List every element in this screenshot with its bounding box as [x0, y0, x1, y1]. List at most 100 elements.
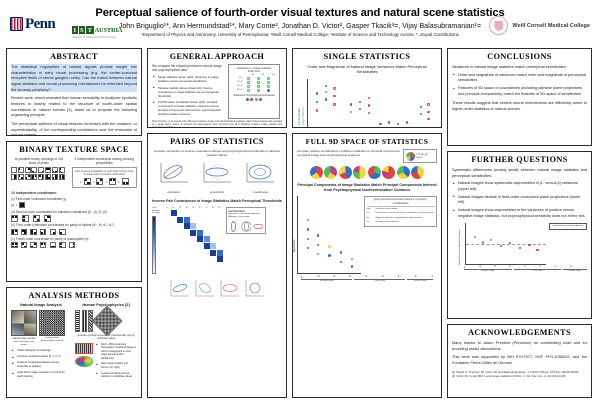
ga-diagram-grid: N = N = 2 — [231, 77, 278, 92]
panel-general-approach: GENERAL APPROACH We compare the followin… — [147, 48, 287, 128]
poster-header: Penn I S T AUSTRIA Institute of Science … — [6, 4, 594, 48]
panel-conclusions: CONCLUSIONS Variances in natural image s… — [447, 48, 592, 146]
general-approach-title: GENERAL APPROACH — [169, 52, 265, 61]
poster-columns: ABSTRACT The statistical regularities of… — [6, 48, 594, 398]
panel-abstract: ABSTRACT The statistical regularities of… — [6, 48, 142, 136]
pairs-ellipse-row: orientation eccentricity — [152, 160, 282, 195]
binary-texture-space-title: BINARY TEXTURE SPACE — [19, 145, 129, 154]
single-statistics-caption: Order and Magnitude of Natural Image Var… — [307, 64, 427, 75]
am-left-sub1: natural image patches — [12, 337, 36, 341]
ss-ylabel-1: Image Variances — [302, 107, 305, 125]
ist-subtitle: Institute of Science and Technology — [72, 35, 117, 39]
pairs-title: PAIRS OF STATISTICS — [170, 137, 264, 146]
column-4: CONCLUSIONS Variances in natural image s… — [447, 48, 592, 398]
bts-coord-row-2: (4) Second-order coordinates for pairwis… — [11, 210, 137, 222]
am-left-step-2: compute coordinate values (β, γ, θ, α) — [11, 355, 71, 361]
conclusions-bullet-1: Order and magnitude of variances match o… — [452, 72, 587, 84]
analysis-methods-title: ANALYSIS METHODS — [28, 291, 120, 300]
panel-full-9d: FULL 9D SPACE OF STATISTICS compare rela… — [292, 133, 442, 398]
ga-intro: We compare the following between natural… — [152, 64, 222, 73]
ss-scatter-plot — [307, 78, 435, 127]
ist-letter-s: S — [78, 26, 86, 34]
conclusions-title: CONCLUSIONS — [487, 52, 552, 61]
am-diamond-stimulus — [91, 305, 123, 337]
abstract-title: ABSTRACT — [50, 52, 98, 61]
orientation-ellipse-icon — [160, 163, 188, 183]
bts-coord-label-1: (1) First-order luminance coordinate (γ) — [11, 196, 67, 201]
bts-coord-label-4: (1) Fourth-order coordinate for parity o… — [11, 236, 89, 241]
cornell-logo: Weill Cornell Medical College — [489, 16, 590, 35]
fq-bullet-1: Natural images show systematic asymmetri… — [452, 181, 587, 192]
conclusions-lead: Variances in natural image statistics ma… — [452, 64, 567, 69]
ist-austria-logo: I S T AUSTRIA Institute of Science and T… — [72, 26, 126, 44]
column-2: GENERAL APPROACH We compare the followin… — [147, 48, 287, 398]
ack-reference-2: [2] Victor JD, Conte MM, Local image sta… — [452, 373, 567, 378]
pairs-label-eccentricity: eccentricity — [209, 190, 224, 195]
fq-x-ticks: β₋ β| β\ β/ θ⌐ θ˩ θ└ θ┘ α — [464, 265, 587, 269]
full9d-order-groups: Second Order Third Order Fourth Order — [297, 279, 437, 282]
am-left-step-3: measure covariance/variance across ensem… — [11, 361, 71, 369]
bts-coord-label-2: (4) Second-order coordinates for pairwis… — [11, 209, 107, 214]
ist-austria-word: AUSTRIA — [94, 26, 123, 34]
full9d-caption: compare relative contributions of differ… — [297, 149, 400, 158]
ga-subjects-title: Subjects in Psychophysical Analysis — [233, 93, 275, 97]
ga-bullet-3: Full 9D space of statistics (lower right… — [152, 100, 224, 117]
am-right-steps: brief (~330ms) stimulus presentation; st… — [95, 342, 137, 382]
panel-analysis-methods: ANALYSIS METHODS Natural Image Analysis — [6, 287, 142, 398]
am-left-sub2: (64 x 64 patches and similar) — [13, 340, 35, 346]
bts-coord-label-3: (4) Third-order luminance coordinates fo… — [11, 223, 115, 228]
am-right-head: Human Psychophysics [2] — [82, 303, 130, 307]
am-left-head: Natural Image Analysis — [20, 303, 62, 307]
conclusions-closing: These results suggest that central neura… — [452, 100, 587, 111]
abstract-paragraph-3: The perceptual salience of visual textur… — [11, 120, 137, 136]
ga-bullet-1: Single statistics (upper right): Varianc… — [152, 74, 224, 83]
full9d-title: FULL 9D SPACE OF STATISTICS — [305, 137, 429, 146]
bts-coord-row-1: (1) First-order luminance coordinate (γ)… — [11, 196, 137, 209]
am-right-step-2: detect target location (top, bottom, lef… — [95, 362, 137, 369]
bts-right-caption: 4 independent constraints among coloring… — [74, 157, 134, 166]
fq-bullets: Natural images show systematic asymmetri… — [452, 181, 587, 219]
cornell-seal-icon — [489, 16, 509, 35]
am-stimulus-bars — [75, 310, 93, 333]
abstract-paragraph-2: Recent work, which revealed that human s… — [11, 95, 137, 118]
overall-area-ellipse-icon — [247, 163, 275, 183]
further-questions-title: FURTHER QUESTIONS — [471, 155, 568, 164]
ga-footnote: Note that there is an overall scale diff… — [152, 120, 282, 126]
pairs-label-orientation: orientation — [167, 190, 181, 195]
pairs-cost-colorbar: Cost (relative to unity) — [152, 207, 161, 274]
penn-wordmark: Penn — [25, 15, 56, 32]
am-left-steps: collect histogram of colorings compute c… — [11, 348, 71, 379]
pairs-bottom-ellipse-row — [152, 278, 282, 298]
pairs-figure-title: Inverse Pair Covariances in Image Statis… — [152, 199, 282, 204]
full9d-figure-title: Principal Components of Image Statistics… — [297, 183, 437, 192]
ack-paragraph-2: This work was supported by NIH EY07977, … — [452, 354, 587, 365]
poster-title: Perceptual salience of fourth-order visu… — [95, 7, 505, 19]
bts-left-caption: 16 possible binary colorings of 2x2 bloc… — [14, 157, 64, 166]
column-3: SINGLE STATISTICS Order and Magnitude of… — [292, 48, 442, 398]
am-right-step-3: measure sensitivity across variation in … — [95, 371, 137, 379]
bts-16-blocks — [11, 167, 67, 181]
bts-coord-row-4: (1) Fourth-order coordinate for parity o… — [11, 237, 137, 249]
column-1: ABSTRACT The statistical regularities of… — [6, 48, 142, 398]
pairs-heatmap: γ β₋ β| β\ β/ θ⌐ θ˩ θ└ θ┘ — [164, 207, 223, 273]
fq-inset-label: asymmetries in image statistics — [552, 225, 584, 228]
ga-diagram-cols: 64 32 16 — [251, 74, 275, 77]
am-left-step-4: scale block image resolution to control … — [11, 371, 71, 379]
ack-paragraph-1: Many thanks to Jason Prentice (Princeton… — [452, 340, 587, 351]
panel-binary-texture-space: BINARY TEXTURE SPACE 16 possible binary … — [6, 141, 142, 282]
pairs-cost-function-box: Cost Function: difference in normalized … — [225, 207, 266, 235]
fq-inset-figure: Ratio of Positive to Negative Variances — [452, 223, 587, 266]
bts-coord-row-3: (4) Third-order luminance coordinates fo… — [11, 223, 137, 236]
bts-coord-title: 10 independent coordinates: — [11, 190, 58, 195]
cornell-wordmark: Weill Cornell Medical College — [512, 22, 590, 29]
ist-letter-t: T — [86, 26, 94, 34]
full9d-eigenvalue-plot: Eigenvalues — [294, 195, 361, 274]
pairs-caption: compare properties of inverse covariance… — [153, 149, 281, 158]
am-binarized-figure: binarized and glider analysis overlaid — [39, 310, 65, 347]
pairs-label-area: overall area — [253, 190, 268, 195]
ga-diagram-colhead: Patch Sizes — [247, 71, 261, 74]
full9d-formula-box: = Σ (a_i)² i∈{β,θ} — [403, 149, 437, 163]
fq-order-groups: Second Order Third Order Fourth Order — [452, 269, 587, 272]
penn-shield-icon — [10, 17, 23, 31]
